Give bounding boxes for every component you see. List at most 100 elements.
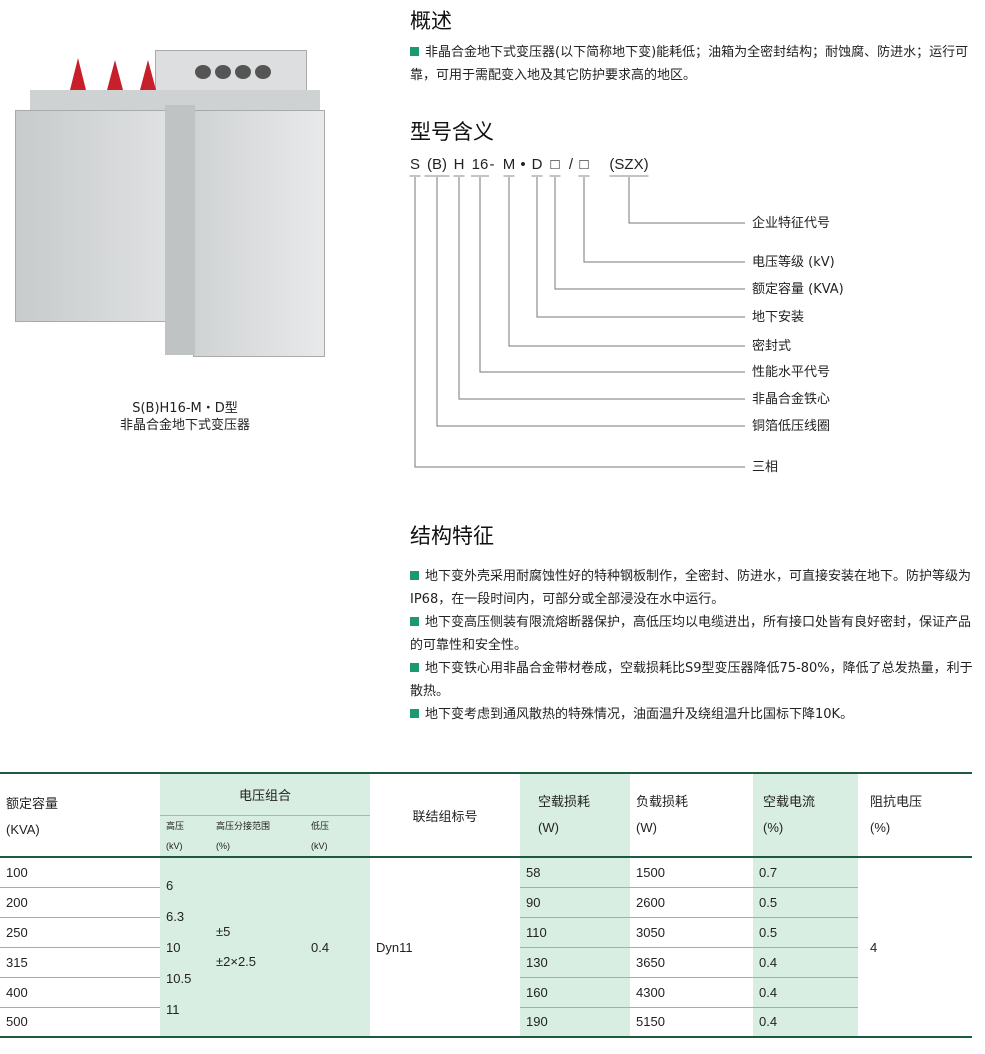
model-label: 铜箔低压线圈	[752, 418, 830, 434]
cell-noload-current: 0.4	[753, 977, 858, 1008]
bullet-icon	[410, 571, 419, 580]
model-label: 三相	[752, 460, 778, 475]
structure-item-text: 地下变高压侧装有限流熔断器保护，高低压均以电缆进出，所有接口处皆有良好密封，保证…	[410, 615, 972, 653]
cell-noload-loss: 190	[520, 1007, 630, 1037]
model-code: (SZX)	[609, 156, 648, 173]
overview-text-body: 非晶合金地下式变压器(以下简称地下变)能耗低；油箱为全密封结构；耐蚀腐、防进水；…	[410, 45, 969, 83]
model-label: 非晶合金铁心	[752, 391, 830, 407]
header-load-loss: 负载损耗(W)	[636, 794, 689, 835]
model-code: □	[579, 156, 588, 173]
model-code: S	[410, 156, 420, 173]
cell-noload-loss: 160	[520, 977, 630, 1008]
structure-item-text: 地下变外壳采用耐腐蚀性好的特种钢板制作，全密封、防进水，可直接安装在地下。防护等…	[410, 569, 972, 607]
header-noload-loss: 空载损耗(W)	[520, 773, 630, 857]
caption-name: 非晶合金地下式变压器	[119, 418, 250, 433]
cell-noload-loss: 130	[520, 947, 630, 978]
spec-table: 额定容量(KVA) 电压组合 联结组标号 空载损耗(W) 负载损耗(W) 空载电…	[0, 772, 972, 1038]
bullet-icon	[410, 47, 419, 56]
bullet-icon	[410, 663, 419, 672]
cell-noload-loss: 110	[520, 917, 630, 948]
header-noload-current: 空载电流(%)	[753, 773, 858, 857]
structure-list: 地下变外壳采用耐腐蚀性好的特种钢板制作，全密封、防进水，可直接安装在地下。防护等…	[410, 565, 980, 726]
header-connection: 联结组标号	[412, 808, 478, 824]
model-code: (B)	[427, 156, 447, 173]
overview-text: 非晶合金地下式变压器(以下简称地下变)能耗低；油箱为全密封结构；耐蚀腐、防进水；…	[410, 41, 975, 87]
cell-load-loss: 5150	[636, 1014, 665, 1030]
leader-line	[554, 177, 745, 290]
model-code: 16	[472, 156, 489, 173]
model-code: /	[569, 156, 574, 173]
header-voltage: 电压组合	[160, 773, 370, 816]
leader-line	[458, 177, 745, 400]
structure-item-text: 地下变铁心用非晶合金带材卷成，空载损耗比S9型变压器降低75-80%，降低了总发…	[410, 661, 973, 699]
header-capacity: 额定容量(KVA)	[6, 796, 59, 837]
overview-title: 概述	[410, 9, 452, 33]
model-label: 额定容量 (KVA)	[752, 281, 844, 297]
cell-noload-current: 0.5	[753, 917, 858, 948]
leader-line	[628, 177, 745, 224]
leader-line	[536, 177, 745, 318]
structure-item: 地下变铁心用非晶合金带材卷成，空载损耗比S9型变压器降低75-80%，降低了总发…	[410, 657, 980, 703]
model-code: □	[550, 156, 559, 173]
header-lv: 低压(kV)	[305, 815, 370, 857]
structure-item: 地下变高压侧装有限流熔断器保护，高低压均以电缆进出，所有接口处皆有良好密封，保证…	[410, 611, 980, 657]
structure-item-text: 地下变考虑到通风散热的特殊情况，油面温升及绕组温升比国标下降10K。	[425, 707, 854, 722]
transformer-image	[15, 40, 345, 370]
model-label: 企业特征代号	[752, 215, 830, 231]
hv-value: 10.5	[166, 970, 192, 986]
cell-noload-current: 0.5	[753, 887, 858, 918]
cell-hv: 6 6.3 10 10.5 11	[160, 857, 210, 1037]
product-caption: S(B)H16-M・D型 非晶合金地下式变压器	[60, 400, 310, 434]
cell-load-loss: 3050	[630, 917, 753, 948]
cell-capacity: 400	[0, 977, 160, 1008]
cell-noload-loss: 58	[520, 857, 630, 888]
cell-lv: 0.4	[305, 857, 370, 1037]
cell-noload-loss: 90	[520, 887, 630, 918]
model-label: 性能水平代号	[752, 365, 830, 380]
structure-title: 结构特征	[410, 524, 494, 548]
leader-line	[583, 177, 745, 263]
header-impedance: 阻抗电压(%)	[870, 794, 923, 835]
cell-load-loss: 2600	[630, 887, 753, 918]
structure-item: 地下变外壳采用耐腐蚀性好的特种钢板制作，全密封、防进水，可直接安装在地下。防护等…	[410, 565, 980, 611]
header-hv: 高压(kV)	[160, 815, 210, 857]
model-label: 密封式	[752, 338, 791, 354]
hv-value: 6	[166, 877, 174, 893]
model-code: D	[532, 156, 543, 173]
tap-value: ±5	[216, 924, 231, 939]
model-label: 地下安装	[752, 310, 804, 325]
cell-noload-current: 0.4	[753, 947, 858, 978]
cell-noload-current: 0.4	[753, 1007, 858, 1037]
leader-line	[414, 177, 745, 468]
cell-capacity: 250	[0, 917, 160, 948]
cell-load-loss: 4300	[630, 977, 753, 1008]
cell-capacity: 200	[0, 887, 160, 918]
model-code: M	[503, 156, 516, 173]
model-code: -	[490, 156, 495, 173]
cell-capacity: 315	[0, 947, 160, 978]
bullet-icon	[410, 709, 419, 718]
cell-capacity: 500	[0, 1007, 160, 1038]
caption-model: S(B)H16-M・D型	[132, 401, 238, 416]
model-code: •	[520, 156, 525, 173]
hv-value: 10	[166, 939, 181, 955]
cell-impedance: 4	[870, 939, 878, 955]
leader-line	[508, 177, 745, 347]
header-tap: 高压分接范围(%)	[210, 815, 305, 857]
model-title: 型号含义	[410, 120, 494, 144]
model-label: 电压等级 (kV)	[752, 254, 835, 270]
structure-item: 地下变考虑到通风散热的特殊情况，油面温升及绕组温升比国标下降10K。	[410, 703, 980, 726]
cell-capacity: 100	[0, 857, 160, 888]
tap-value: ±2×2.5	[216, 954, 257, 969]
hv-value: 6.3	[166, 908, 185, 924]
cell-tap: ±5 ±2×2.5	[210, 857, 305, 1037]
hv-value: 11	[166, 1001, 180, 1017]
cell-noload-current: 0.7	[753, 857, 858, 888]
